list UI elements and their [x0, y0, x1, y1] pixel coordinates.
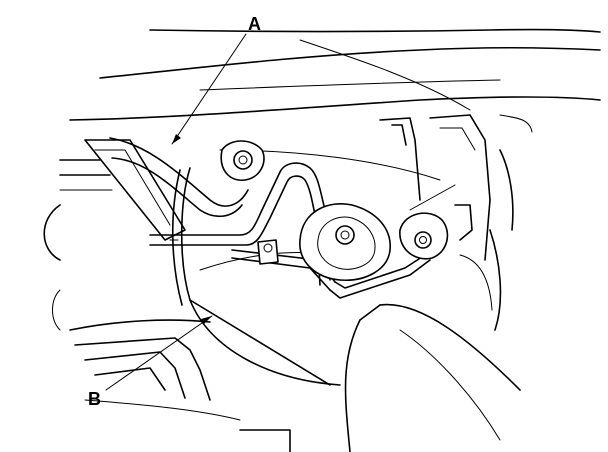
callout-label-a: A	[248, 14, 261, 34]
callout-b: B	[88, 315, 213, 409]
fitting-block	[257, 239, 279, 265]
right-bracket	[379, 114, 514, 331]
callout-label-b: B	[88, 389, 101, 409]
callout-a: A	[171, 14, 261, 145]
left-frame	[59, 139, 186, 241]
brake-lines	[149, 162, 431, 299]
right-mount	[399, 184, 456, 260]
center-mount	[299, 203, 391, 281]
vacuum-hose	[109, 137, 265, 218]
lower-bracket	[43, 204, 291, 452]
lower-right-frame	[344, 303, 521, 452]
upper-body-panel	[69, 28, 601, 133]
